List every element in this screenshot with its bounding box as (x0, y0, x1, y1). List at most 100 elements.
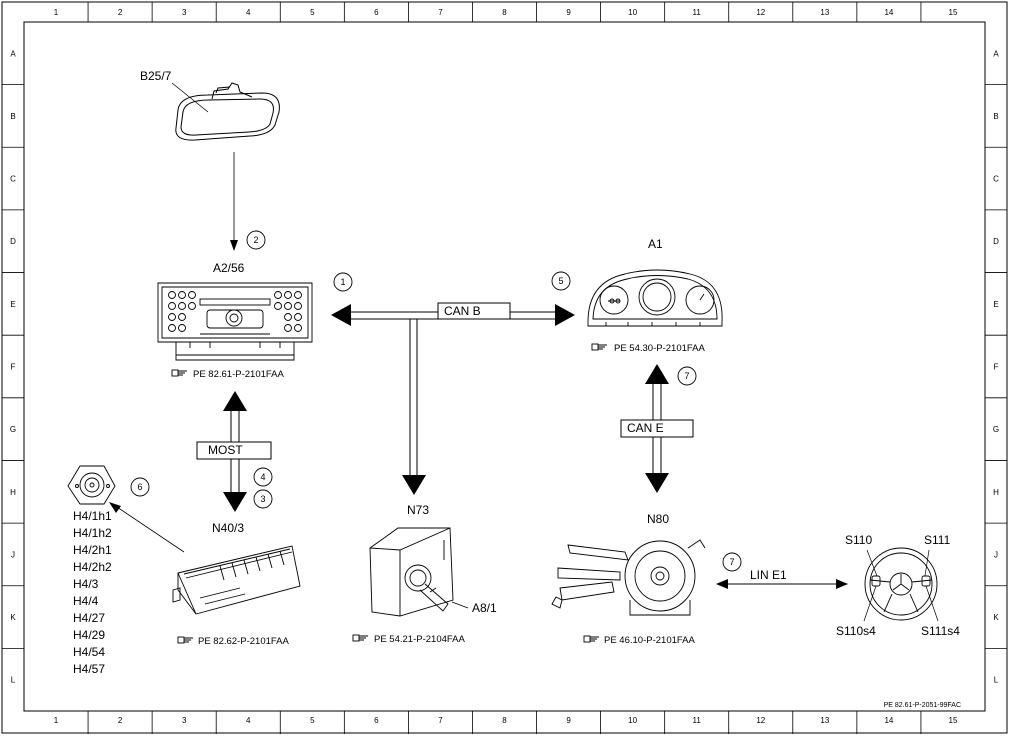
grid-row-label-right: B (993, 112, 998, 121)
grid-col-label-bottom: 10 (628, 716, 637, 725)
grid-row-label-left: D (10, 237, 16, 246)
grid-col-label-top: 12 (756, 8, 765, 17)
speaker-label: H4/57 (73, 662, 105, 676)
grid-col-label-top: 10 (628, 8, 637, 17)
reference-hand-icon (177, 636, 194, 644)
reference-hand-icon (171, 369, 188, 377)
svg-text:5: 5 (558, 276, 563, 286)
grid-col-label-bottom: 7 (438, 716, 443, 725)
grid-col-label-top: 6 (374, 8, 379, 17)
grid-row-label-right: E (993, 300, 998, 309)
s111s4-label: S111s4 (921, 624, 960, 638)
most-label-box (196, 441, 272, 460)
n40-3-label: N40/3 (212, 521, 244, 535)
svg-text:2: 2 (253, 235, 258, 245)
speaker-label: H4/1h1 (73, 509, 112, 523)
grid-row-label-left: C (10, 175, 16, 184)
s110s4-label: S110s4 (836, 624, 876, 638)
grid-col-label-bottom: 12 (756, 716, 765, 725)
marker-1: 1 (333, 272, 353, 292)
grid-labels: 1122334455667788991010111112121313141415… (10, 8, 999, 725)
most-label: MOST (208, 443, 243, 457)
svg-text:1: 1 (340, 277, 345, 287)
speaker-icon (67, 465, 116, 505)
speaker-label: H4/2h2 (73, 560, 112, 574)
s110-label: S110 (845, 533, 872, 547)
marker-7-can-e: 7 (677, 366, 697, 386)
speaker-label: H4/4 (73, 594, 99, 608)
marker-7-lin: 7 (722, 552, 742, 572)
grid-col-label-top: 13 (820, 8, 829, 17)
reference-hand-icon (591, 343, 608, 351)
grid-col-label-top: 7 (438, 8, 443, 17)
grid-col-label-bottom: 8 (502, 716, 507, 725)
grid-col-label-bottom: 9 (566, 716, 571, 725)
marker-2: 2 (246, 230, 266, 250)
n73-label: N73 (407, 503, 429, 517)
svg-text:4: 4 (260, 472, 265, 482)
speaker-label: H4/29 (73, 628, 105, 642)
grid-col-label-top: 4 (246, 8, 251, 17)
grid-col-label-top: 2 (118, 8, 123, 17)
grid-col-label-bottom: 3 (182, 716, 187, 725)
reference-hand-icon (352, 634, 369, 642)
a8-1-label: A8/1 (472, 601, 497, 615)
grid-col-label-bottom: 6 (374, 716, 379, 725)
speaker-label: H4/2h1 (73, 543, 112, 557)
grid-row-label-left: E (10, 300, 15, 309)
can-b-label-box (437, 302, 511, 320)
b25-7-leader (171, 82, 209, 113)
grid-col-label-bottom: 5 (310, 716, 315, 725)
a1-reference: PE 54.30-P-2101FAA (614, 343, 705, 354)
grid-col-label-top: 14 (884, 8, 893, 17)
marker-6: 6 (130, 477, 150, 497)
steering-column-module-icon (551, 539, 706, 616)
marker-4: 4 (253, 467, 273, 487)
can-e-label-box (620, 419, 694, 438)
speaker-label: H4/54 (73, 645, 105, 659)
grid-row-label-left: L (11, 676, 16, 685)
can-b-bus: CAN B (331, 302, 575, 495)
grid-row-label-left: B (10, 112, 15, 121)
svg-text:3: 3 (260, 494, 265, 504)
grid-row-label-right: D (993, 237, 999, 246)
svg-text:7: 7 (729, 557, 734, 567)
a2-56-label: A2/56 (213, 261, 245, 275)
grid-col-label-top: 15 (949, 8, 958, 17)
lin-e1-bus: LIN E1 (716, 568, 848, 589)
mirror-signal-arrow (230, 240, 238, 251)
grid-row-label-right: C (993, 175, 999, 184)
grid-col-label-top: 5 (310, 8, 315, 17)
grid-row-label-left: F (11, 363, 16, 372)
a8-1-leader (451, 601, 469, 609)
a2-56-reference: PE 82.61-P-2101FAA (193, 369, 284, 380)
ignition-switch-icon (369, 527, 454, 617)
grid-col-label-bottom: 1 (54, 716, 59, 725)
grid-row-label-left: A (10, 49, 16, 58)
amplifier-icon (172, 545, 301, 615)
grid-col-label-bottom: 13 (820, 716, 829, 725)
grid-row-label-left: J (11, 550, 15, 559)
steering-wheel-leaders (863, 549, 939, 622)
marker-3: 3 (253, 489, 273, 509)
speaker-label: H4/27 (73, 611, 105, 625)
rearview-mirror-icon (175, 82, 280, 141)
grid-col-label-bottom: 2 (118, 716, 123, 725)
grid-col-label-top: 8 (502, 8, 507, 17)
can-e-bus: CAN E (620, 364, 694, 493)
grid-row-label-right: J (994, 550, 998, 559)
grid-col-label-top: 1 (54, 8, 59, 17)
grid-row-label-left: G (10, 425, 16, 434)
b25-7-label: B25/7 (140, 69, 172, 83)
lin-e1-label: LIN E1 (750, 568, 787, 582)
speaker-label: H4/3 (73, 577, 99, 591)
grid-row-label-right: G (993, 425, 999, 434)
grid-row-label-right: A (993, 49, 999, 58)
s111-label: S111 (924, 533, 951, 547)
most-bus: MOST (196, 391, 272, 512)
steering-wheel-icon (864, 547, 938, 621)
grid-col-label-bottom: 4 (246, 716, 251, 725)
grid-col-label-bottom: 11 (693, 716, 702, 725)
